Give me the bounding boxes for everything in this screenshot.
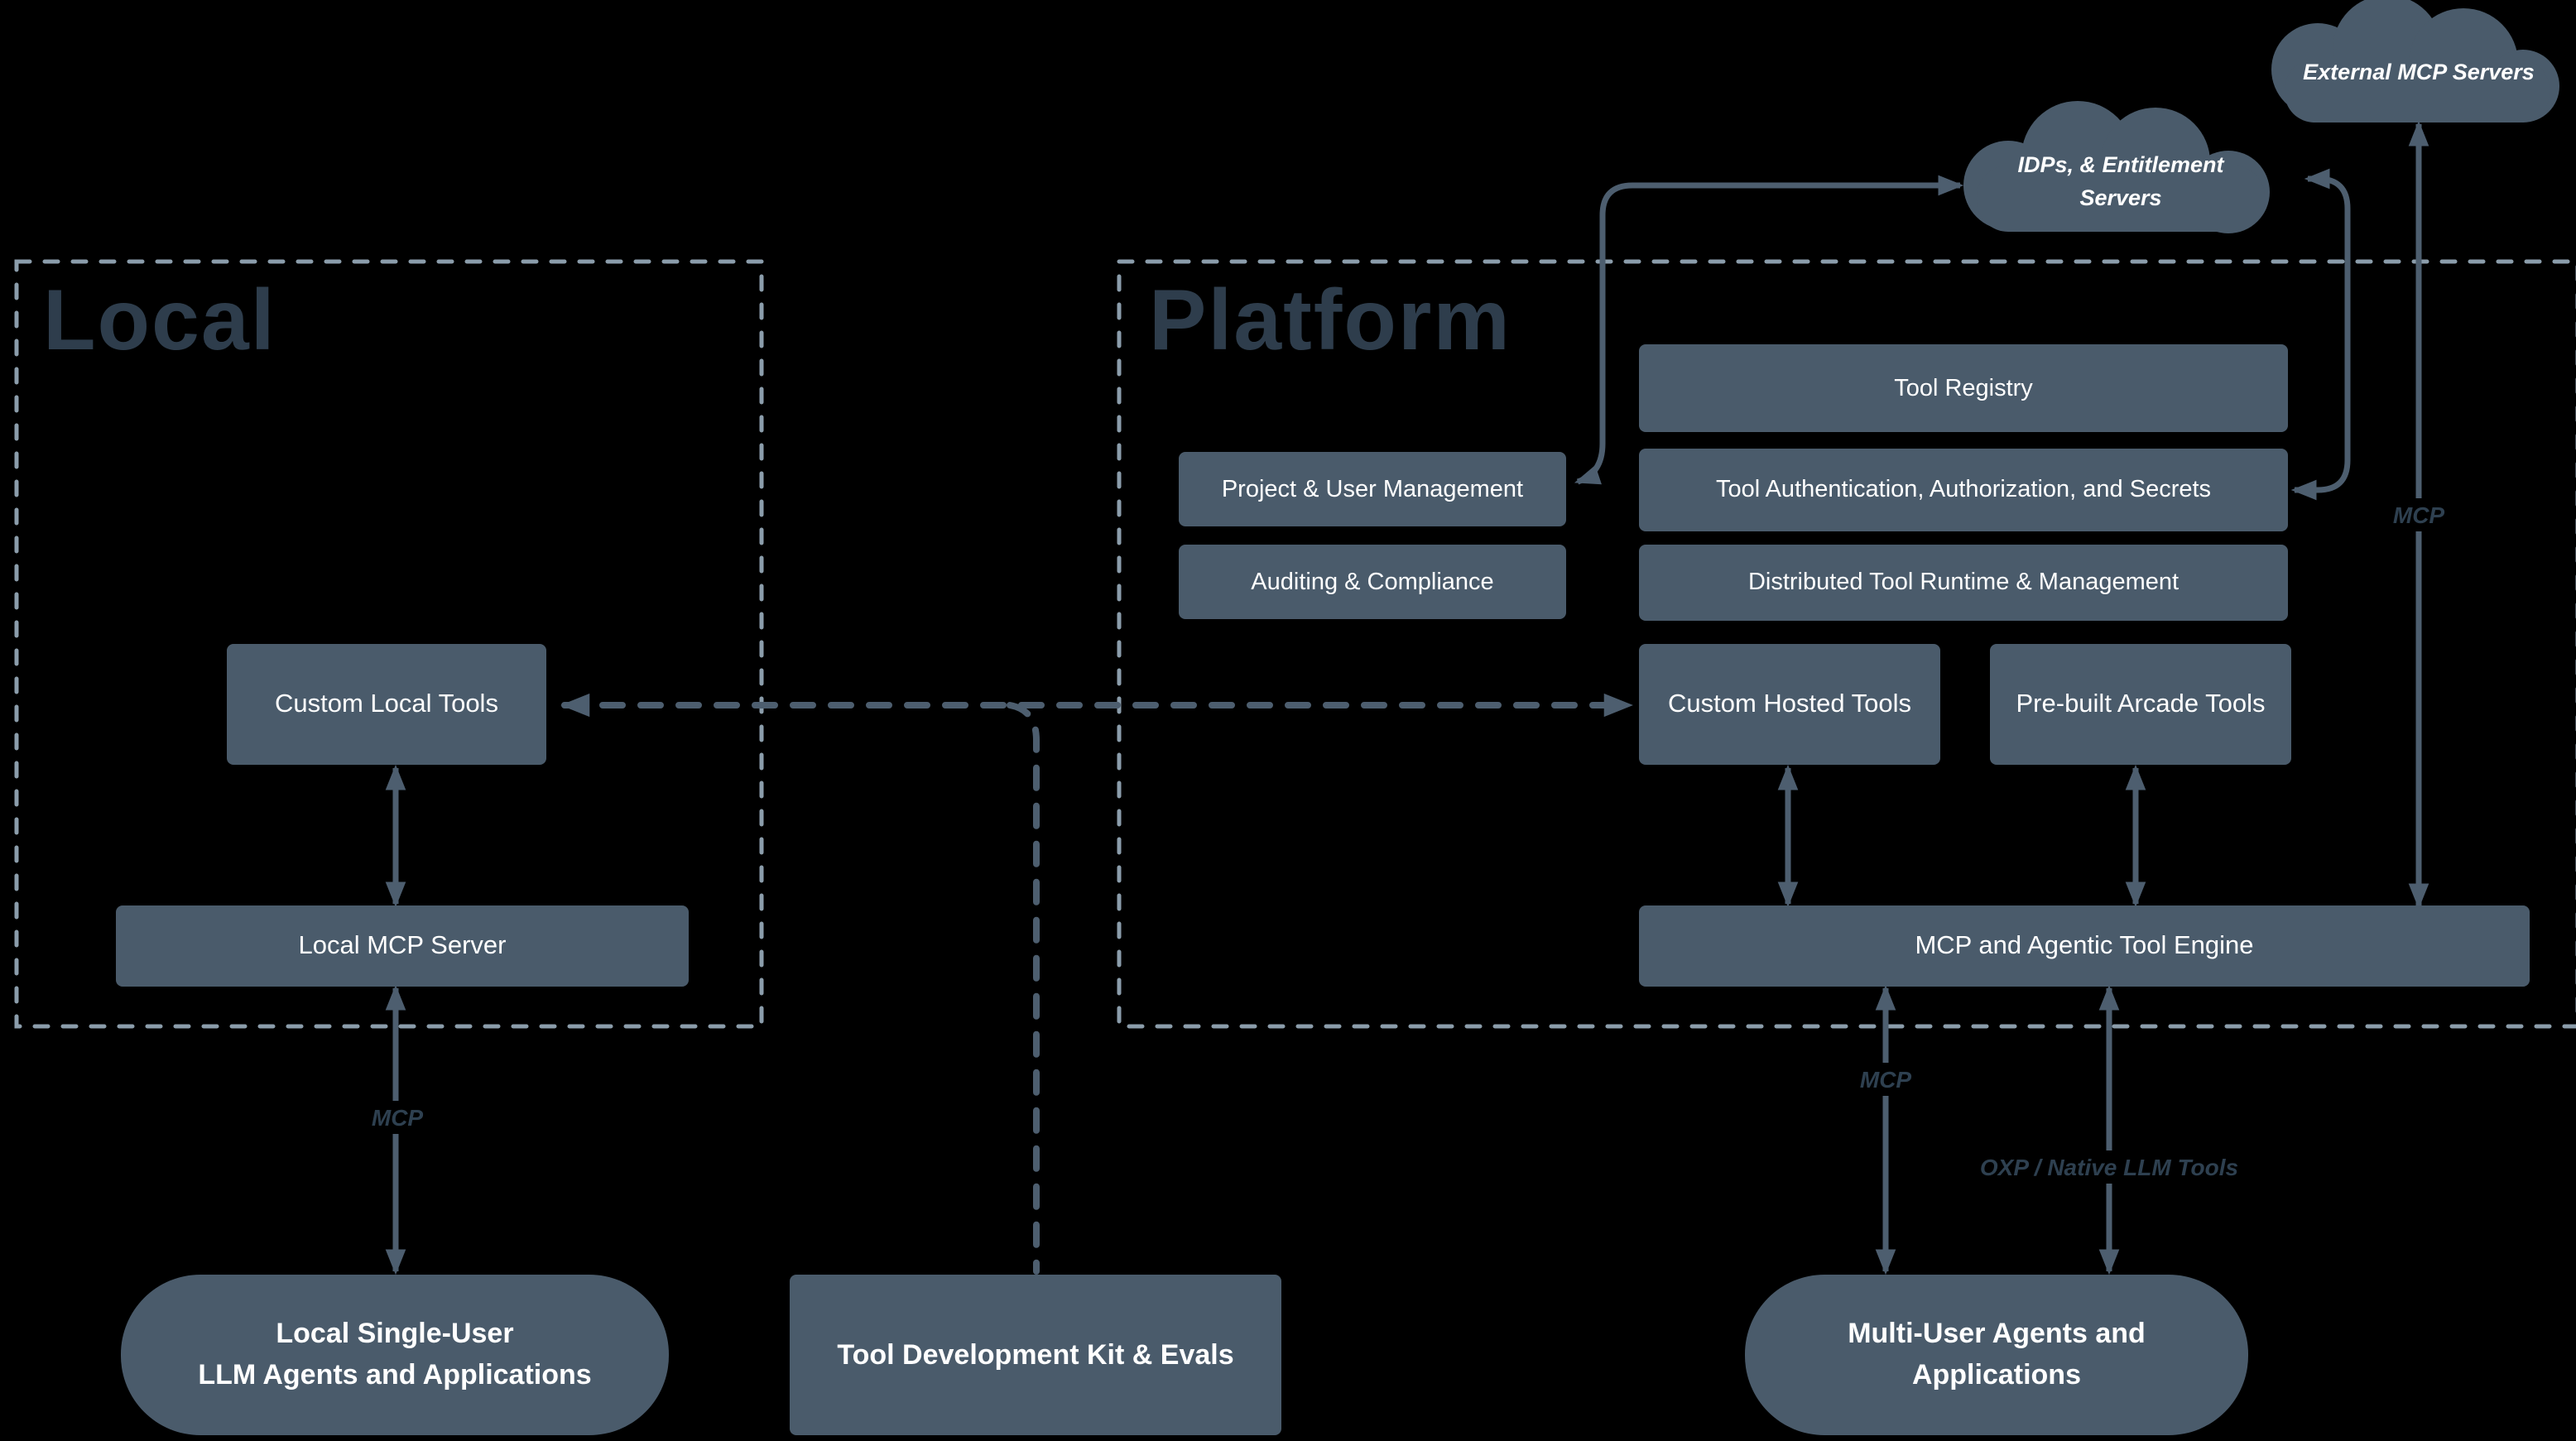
node-label: Auditing & Compliance bbox=[1251, 569, 1494, 595]
external-mcp-cloud-label: External MCP Servers bbox=[2303, 59, 2535, 84]
node-label: Custom Hosted Tools bbox=[1667, 689, 1912, 718]
idps-cloud-label-line1: IDPs, & Entitlement bbox=[2017, 151, 2224, 177]
platform-region-border bbox=[1117, 259, 2576, 1029]
node-local-single-user-agents: Local Single-User LLM Agents and Applica… bbox=[121, 1275, 669, 1435]
node-local-mcp-server: Local MCP Server bbox=[116, 905, 689, 987]
node-label: Pre-built Arcade Tools bbox=[2016, 689, 2266, 718]
external-mcp-cloud-shape bbox=[2271, 0, 2559, 122]
node-label-line2: LLM Agents and Applications bbox=[198, 1358, 592, 1390]
edge-project-user-to-idps bbox=[1574, 175, 1964, 485]
node-label: Tool Authentication, Authorization, and … bbox=[1715, 477, 2212, 503]
platform-region-label: Platform bbox=[1149, 273, 1511, 369]
node-auditing-compliance: Auditing & Compliance bbox=[1179, 545, 1566, 619]
local-region-label: Local bbox=[43, 273, 276, 369]
idps-cloud-label-line2: Servers bbox=[2079, 185, 2162, 210]
edge-label-mcp-local: MCP bbox=[361, 1101, 434, 1134]
node-tool-registry: Tool Registry bbox=[1639, 344, 2288, 432]
node-prebuilt-arcade-tools: Pre-built Arcade Tools bbox=[1990, 644, 2291, 765]
node-label-line1: Multi-User Agents and bbox=[1848, 1317, 2146, 1349]
node-custom-local-tools: Custom Local Tools bbox=[227, 644, 546, 765]
node-label-line2: Applications bbox=[1911, 1358, 2081, 1390]
node-custom-hosted-tools: Custom Hosted Tools bbox=[1639, 644, 1940, 765]
local-region-border bbox=[14, 259, 764, 1029]
node-project-user-management: Project & User Management bbox=[1179, 452, 1566, 526]
node-label: Project & User Management bbox=[1221, 476, 1524, 502]
node-distributed-runtime: Distributed Tool Runtime & Management bbox=[1639, 545, 2288, 621]
idps-cloud-shape bbox=[1963, 101, 2270, 233]
node-tool-authentication: Tool Authentication, Authorization, and … bbox=[1639, 449, 2288, 531]
edge-label-mcp-engine: MCP bbox=[1849, 1063, 1922, 1096]
idps-cloud: IDPs, & Entitlement Servers bbox=[1973, 136, 2268, 228]
node-label: Custom Local Tools bbox=[275, 689, 498, 718]
node-label: Tool Registry bbox=[1894, 375, 2033, 401]
node-mcp-agentic-engine: MCP and Agentic Tool Engine bbox=[1639, 905, 2530, 987]
node-label: Tool Development Kit & Evals bbox=[837, 1338, 1234, 1370]
edge-tool-auth-to-idps bbox=[2290, 168, 2351, 501]
edge-label-oxp-native-llm-tools: OXP / Native LLM Tools bbox=[1969, 1150, 2249, 1184]
node-tool-development-kit: Tool Development Kit & Evals bbox=[790, 1275, 1281, 1435]
edge-label-mcp-external: MCP bbox=[2382, 498, 2455, 531]
node-label: Distributed Tool Runtime & Management bbox=[1747, 569, 2180, 596]
node-label: Local MCP Server bbox=[298, 931, 507, 959]
edge-branch-to-tool-dev-kit-dashed bbox=[1007, 702, 1040, 1275]
node-multi-user-agents: Multi-User Agents and Applications bbox=[1745, 1275, 2248, 1435]
node-label-line1: Local Single-User bbox=[276, 1317, 514, 1349]
node-label: MCP and Agentic Tool Engine bbox=[1915, 931, 2254, 959]
external-mcp-cloud: External MCP Servers bbox=[2281, 30, 2556, 116]
